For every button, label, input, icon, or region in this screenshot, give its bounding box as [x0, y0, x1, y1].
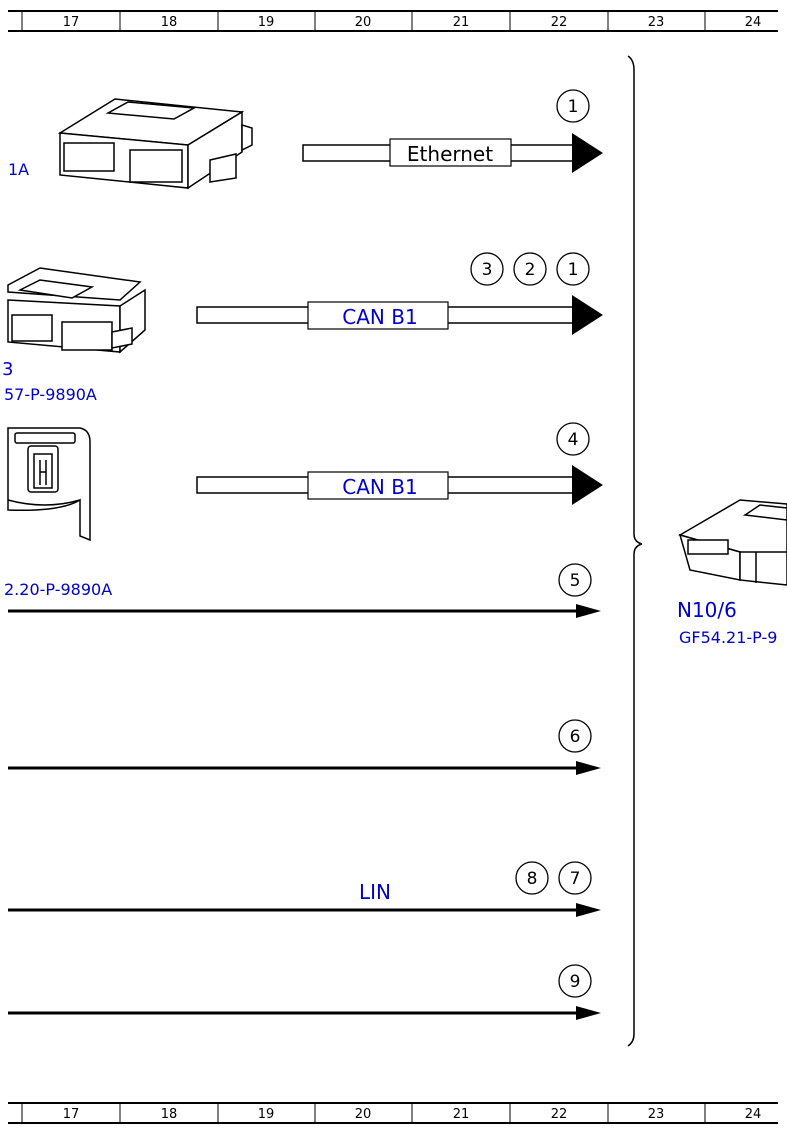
- grid-col-24-bottom: 24: [745, 1107, 762, 1122]
- marker-7: 7: [570, 869, 581, 889]
- label-right-component: N10/6: [677, 598, 737, 622]
- marker-9: 9: [570, 972, 581, 992]
- signal-line-9: [8, 1006, 601, 1020]
- marker-1-mid: 1: [568, 260, 579, 280]
- grid-col-23-bottom: 23: [648, 1107, 665, 1122]
- marker-3: 3: [482, 260, 493, 280]
- marker-4: 4: [568, 430, 579, 450]
- lin-line: LIN: [8, 880, 601, 917]
- grid-col-22-bottom: 22: [551, 1107, 568, 1122]
- grid-col-19-bottom: 19: [258, 1107, 275, 1122]
- can-b1-label-2: CAN B1: [342, 475, 417, 499]
- control-unit-right: [678, 499, 787, 586]
- marker-8: 8: [527, 869, 538, 889]
- can-bus-1: CAN B1: [196, 295, 603, 335]
- top-grid-strip: 17 18 19 20 21 22 23 24: [8, 10, 778, 32]
- lin-label: LIN: [359, 880, 391, 904]
- grid-col-22: 22: [551, 15, 568, 30]
- grid-col-20-bottom: 20: [355, 1107, 372, 1122]
- grid-col-21: 21: [453, 15, 470, 30]
- marker-2: 2: [525, 260, 536, 280]
- ethernet-bus: Ethernet: [302, 133, 603, 173]
- marker-1-top: 1: [568, 97, 579, 117]
- bottom-grid-strip: 17 18 19 20 21 22 23 24: [8, 1102, 778, 1124]
- control-unit-middle: [7, 267, 146, 354]
- signal-line-5: [8, 604, 601, 618]
- grouping-brace: [627, 55, 643, 1047]
- grid-col-18-bottom: 18: [161, 1107, 178, 1122]
- label-lower-partial: 2.20-P-9890A: [4, 580, 112, 599]
- can-bus-2: CAN B1: [196, 465, 603, 505]
- grid-col-19: 19: [258, 15, 275, 30]
- grid-col-20: 20: [355, 15, 372, 30]
- grid-col-17: 17: [63, 15, 80, 30]
- grid-col-24: 24: [745, 15, 762, 30]
- can-b1-label-1: CAN B1: [342, 305, 417, 329]
- grid-col-23: 23: [648, 15, 665, 30]
- label-right-ref: GF54.21-P-9: [679, 628, 777, 647]
- grid-col-17-bottom: 17: [63, 1107, 80, 1122]
- control-unit-top: [57, 98, 253, 190]
- label-top-partial: 1A: [8, 160, 29, 179]
- grid-col-21-bottom: 21: [453, 1107, 470, 1122]
- grid-col-18: 18: [161, 15, 178, 30]
- marker-5: 5: [570, 571, 581, 591]
- label-mid-partial-a: 3: [2, 359, 13, 380]
- selector-switch: [7, 427, 91, 542]
- ethernet-label: Ethernet: [407, 142, 493, 166]
- signal-line-6: [8, 761, 601, 775]
- marker-6: 6: [570, 727, 581, 747]
- marker-circles: [470, 89, 592, 998]
- label-mid-partial-b: 57-P-9890A: [4, 385, 97, 404]
